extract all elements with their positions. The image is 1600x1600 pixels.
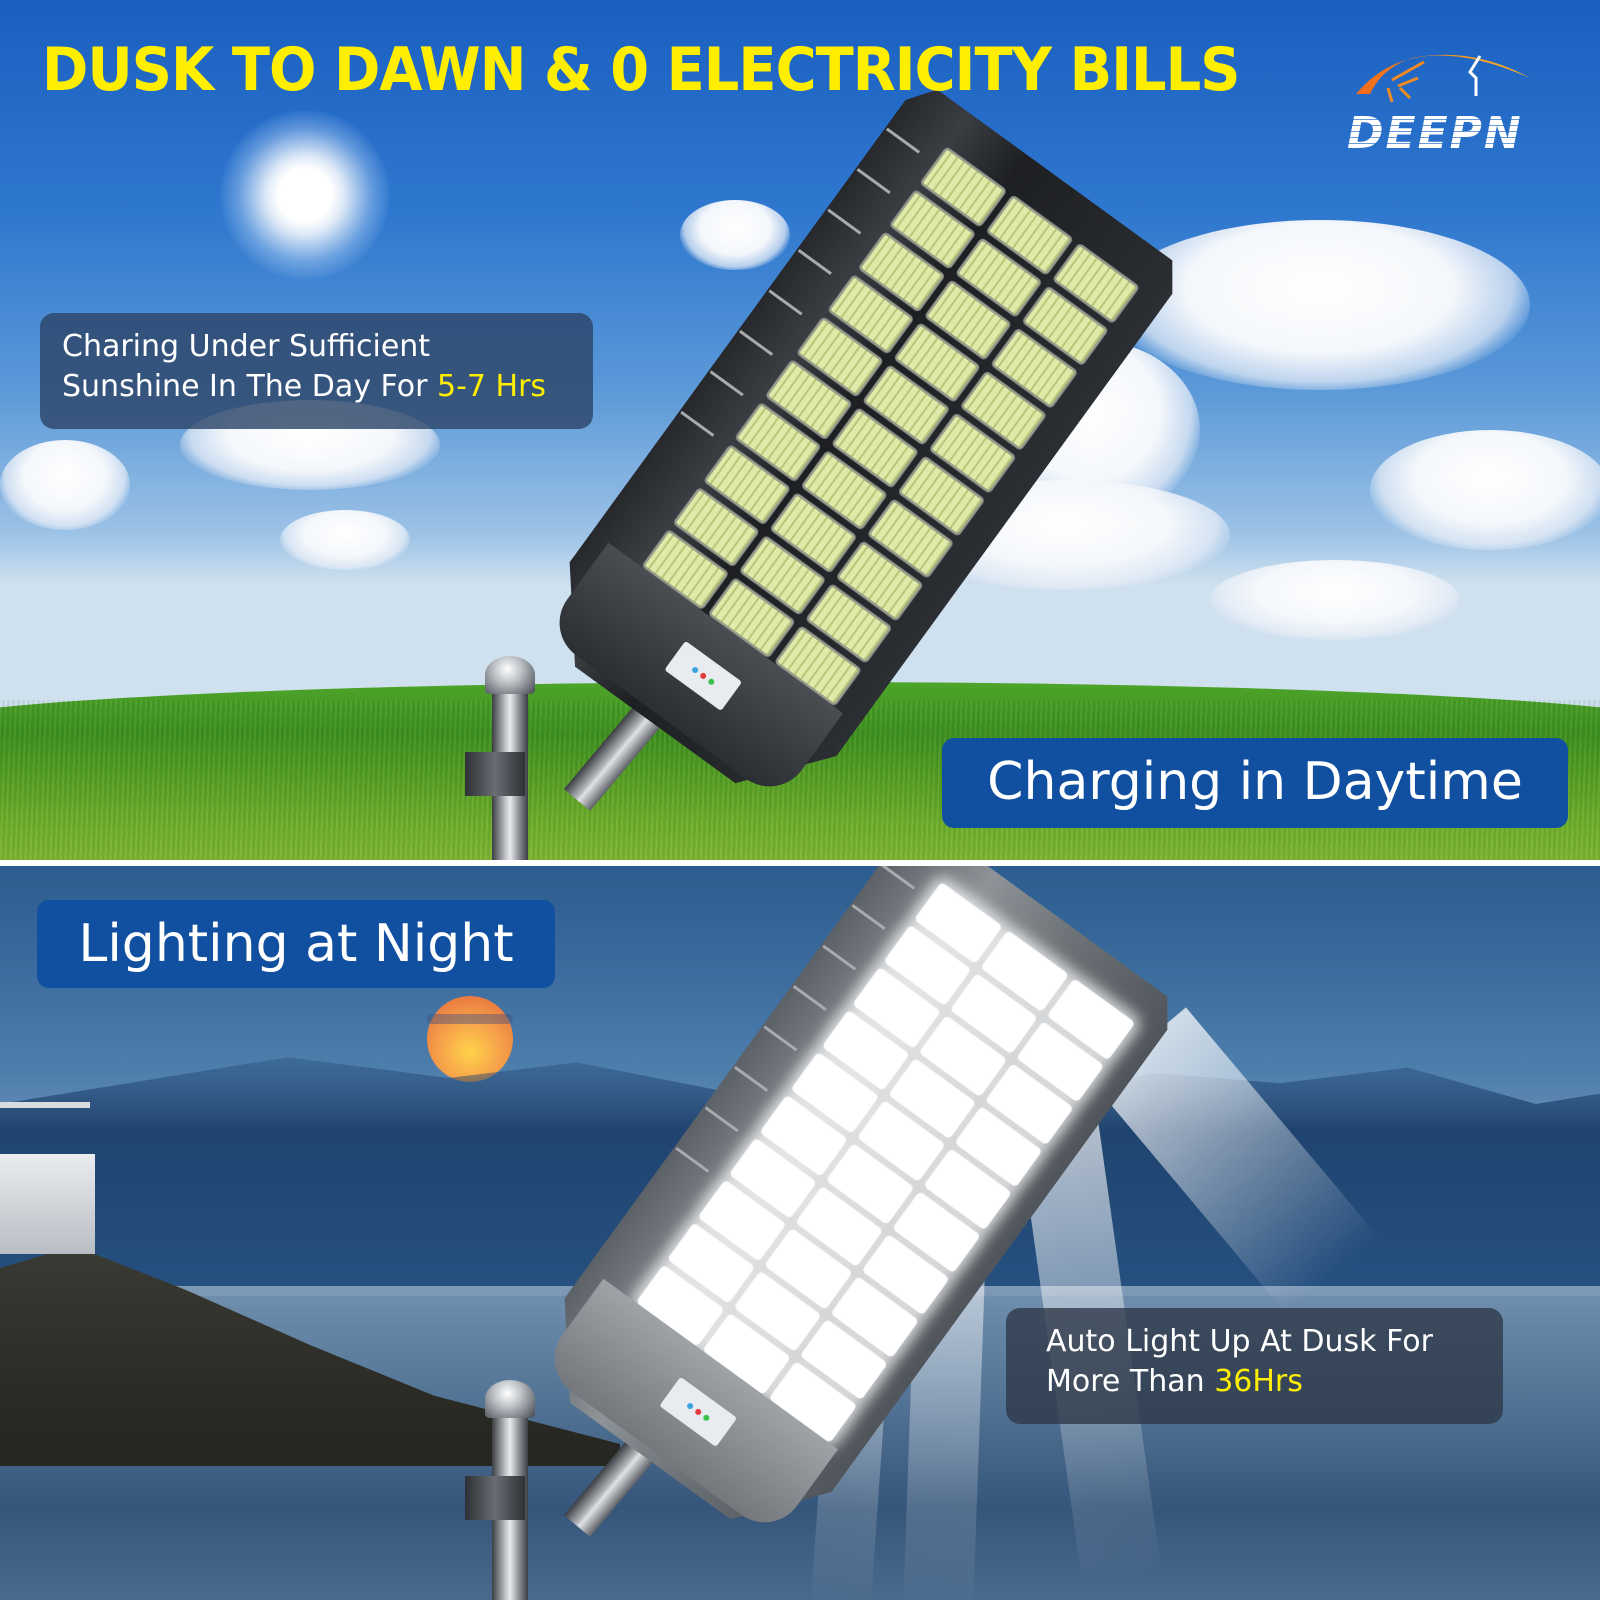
cloud <box>1210 560 1460 640</box>
lighting-at-night-tag: Lighting at Night <box>37 900 555 988</box>
product-label <box>664 640 743 712</box>
pole-cap <box>485 656 535 694</box>
charging-info-line2: Sunshine In The Day For 5-7 Hrs <box>62 369 547 404</box>
lighting-info-line2: More Than 36Hrs <box>1046 1364 1303 1399</box>
brand-name: DEEPN <box>1347 108 1523 159</box>
night-scene-panel: Lighting at Night Auto Light Up At Dusk … <box>0 866 1600 1600</box>
moon-cloud-band <box>427 1014 513 1024</box>
product-label <box>659 1376 738 1448</box>
lighting-hours-highlight: 36Hrs <box>1214 1364 1303 1399</box>
pole-bracket <box>465 1476 525 1520</box>
day-scene-panel: DUSK TO DAWN & 0 ELECTRICITY BILLS DEEPN… <box>0 0 1600 860</box>
charging-info-line1: Charing Under Sufficient <box>62 329 431 364</box>
sun-and-house-arc-icon <box>1356 54 1530 103</box>
cloud <box>0 440 130 530</box>
lighting-info-box: Auto Light Up At Dusk For More Than 36Hr… <box>1006 1308 1503 1424</box>
cloud <box>1110 220 1530 390</box>
charging-hours-highlight: 5-7 Hrs <box>436 369 547 404</box>
pole-cap <box>485 1380 535 1418</box>
pole-bracket <box>465 752 525 796</box>
cloud <box>1370 430 1600 550</box>
cloud <box>680 200 790 270</box>
sun-icon <box>220 110 390 280</box>
charging-info-box: Charing Under Sufficient Sunshine In The… <box>40 313 593 429</box>
moon-icon <box>427 996 513 1082</box>
headline: DUSK TO DAWN & 0 ELECTRICITY BILLS <box>42 35 1240 105</box>
lighting-info-line1: Auto Light Up At Dusk For <box>1046 1324 1433 1359</box>
cloud <box>280 510 410 570</box>
seaside-building <box>0 1102 95 1254</box>
panel-divider <box>0 860 1600 866</box>
charging-in-daytime-tag: Charging in Daytime <box>942 738 1568 828</box>
brand-logo: DEEPN <box>1347 36 1532 159</box>
